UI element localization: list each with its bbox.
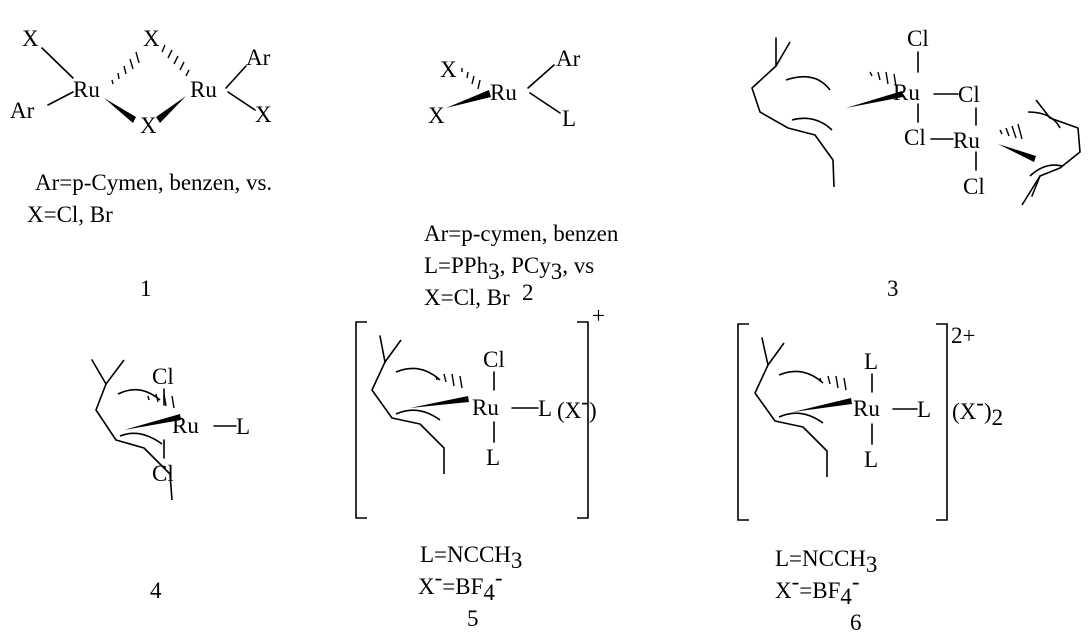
hashed-bonds <box>111 44 190 85</box>
compound-2-note-l: L=PPh3, PCy3, vs <box>424 253 594 284</box>
bond <box>527 64 555 89</box>
compound-6: L Ru L L 2+ (X-)2 L=NCCH3 X-=BF4- 6 <box>737 323 1003 635</box>
atom-l: L <box>562 106 576 131</box>
atom-x-bridge-top: X <box>143 26 160 51</box>
atom-ar: Ar <box>556 46 581 71</box>
cymene-ring <box>754 337 828 477</box>
compound-3: Cl Ru Cl Cl Ru Cl 3 <box>751 26 1081 301</box>
compound-5-charge: + <box>592 303 605 328</box>
compound-2-number: 2 <box>522 280 534 305</box>
hashed-bond <box>819 375 847 391</box>
compound-1-number: 1 <box>140 276 152 301</box>
atom-ru-bottom: Ru <box>953 128 980 153</box>
atom-ar: Ar <box>246 45 271 70</box>
atom-ru-left: Ru <box>73 77 100 102</box>
atom-cl: Cl <box>907 26 929 51</box>
compound-5-anion-note: X-=BF4- <box>418 565 503 605</box>
atom-l: L <box>864 447 878 472</box>
bond <box>529 92 561 114</box>
atom-cl: Cl <box>152 364 174 389</box>
atom-l: L <box>917 397 931 422</box>
compound-6-number: 6 <box>850 610 862 635</box>
atom-cl: Cl <box>963 174 985 199</box>
atom-x: X <box>22 26 39 51</box>
hashed-bond <box>999 123 1023 140</box>
atom-l: L <box>486 445 500 470</box>
wedge-bond <box>410 396 469 408</box>
atom-ar: Ar <box>10 98 35 123</box>
hashed-bond <box>869 71 897 87</box>
compound-2-note-x: X=Cl, Br <box>424 285 510 310</box>
cymene-ring <box>751 37 835 188</box>
compound-2: X X Ru Ar L Ar=p-cymen, benzen L=PPh3, P… <box>424 46 619 310</box>
compound-3-number: 3 <box>887 276 899 301</box>
atom-cl-bridge: Cl <box>958 82 980 107</box>
compound-1-note-x: X=Cl, Br <box>27 202 113 227</box>
atom-cl: Cl <box>152 461 174 486</box>
compound-4-number: 4 <box>150 578 162 603</box>
atom-ru: Ru <box>172 413 199 438</box>
atom-x: X <box>440 57 457 82</box>
atom-l: L <box>236 414 250 439</box>
bracket-right <box>936 323 948 521</box>
bracket-right <box>577 321 589 519</box>
atom-l: L <box>864 349 878 374</box>
compound-1-note-ar: Ar=p-Cymen, benzen, vs. <box>35 170 272 195</box>
hashed-bond <box>147 393 175 409</box>
compound-5-number: 5 <box>467 606 479 631</box>
bracket-left <box>737 323 749 521</box>
atom-ru: Ru <box>853 396 880 421</box>
wedge-bond <box>104 98 136 123</box>
bond <box>41 47 74 79</box>
atom-x-bridge-bottom: X <box>140 113 157 138</box>
atom-cl: Cl <box>483 347 505 372</box>
compound-1: X Ar Ru X X Ru Ar X Ar=p-Cymen, benzen, … <box>10 26 272 301</box>
compound-5: Cl Ru L L + (X-) L=NCCH3 X-=BF4- 5 <box>355 303 605 631</box>
wedge-bond <box>998 144 1036 162</box>
atom-ru-right: Ru <box>190 77 217 102</box>
compound-6-counterion: (X-)2 <box>952 390 1003 430</box>
wedge-bond <box>156 96 186 123</box>
atom-ru: Ru <box>490 80 517 105</box>
atom-l: L <box>538 396 552 421</box>
compound-2-note-ar: Ar=p-cymen, benzen <box>424 221 619 246</box>
atom-x: X <box>428 103 445 128</box>
atom-ru: Ru <box>472 395 499 420</box>
hashed-bond <box>435 373 463 389</box>
compound-6-ligand-note: L=NCCH3 <box>775 546 877 577</box>
wedge-bond <box>846 91 903 108</box>
wedge-bond <box>793 398 852 412</box>
cymene-ring <box>1021 99 1081 206</box>
compound-4: Cl Ru L Cl 4 <box>91 359 250 603</box>
bond <box>47 91 74 106</box>
bond <box>227 91 256 111</box>
bracket-left <box>355 321 367 519</box>
compound-6-anion-note: X-=BF4- <box>775 569 860 609</box>
hashed-bond <box>461 68 481 90</box>
atom-ru-top: Ru <box>893 80 920 105</box>
compound-5-ligand-note: L=NCCH3 <box>420 542 522 573</box>
compound-5-counterion: (X-) <box>557 389 597 423</box>
wedge-bond <box>446 90 491 108</box>
compound-6-charge: 2+ <box>951 323 975 348</box>
wedge-bond <box>124 414 181 430</box>
atom-cl-bridge: Cl <box>904 125 926 150</box>
bond <box>225 65 247 89</box>
atom-x: X <box>255 102 272 127</box>
